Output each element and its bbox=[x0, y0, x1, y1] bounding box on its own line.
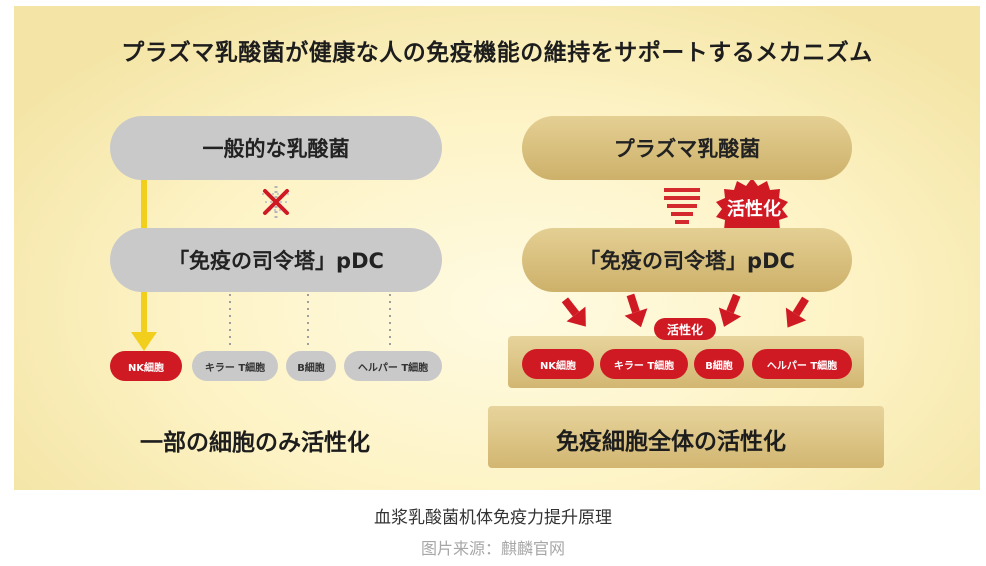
right-cell-helper-t: ヘルパー T細胞 bbox=[752, 349, 852, 379]
right-cell-nk: NK細胞 bbox=[522, 349, 594, 379]
red-starburst-icon bbox=[716, 178, 788, 241]
right-cells-activation-badge: 活性化 bbox=[654, 318, 716, 340]
left-cell-nk: NK細胞 bbox=[110, 351, 182, 381]
left-pdc-label: 「免疫の司令塔」pDC bbox=[168, 249, 384, 273]
right-activation-badge: 活性化 bbox=[727, 199, 781, 220]
left-cell-b: B細胞 bbox=[286, 351, 336, 381]
right-bacteria-label: プラズマ乳酸菌 bbox=[613, 137, 761, 161]
right-pdc-label: 「免疫の司令塔」pDC bbox=[579, 249, 795, 273]
right-cell-b: B細胞 bbox=[694, 349, 744, 379]
right-cell-killer-t: キラー T細胞 bbox=[600, 349, 688, 379]
right-bacteria-pill: プラズマ乳酸菌 bbox=[522, 116, 852, 180]
red-dotted-down-arrow-icon bbox=[664, 188, 700, 231]
left-result-text: 一部の細胞のみ活性化 bbox=[140, 430, 370, 456]
left-cell-killer-t: キラー T細胞 bbox=[192, 351, 278, 381]
right-result-text: 免疫細胞全体の活性化 bbox=[556, 429, 786, 455]
right-result-band bbox=[488, 406, 884, 468]
diagram-heading: プラズマ乳酸菌が健康な人の免疫機能の維持をサポートするメカニズム bbox=[121, 40, 873, 66]
red-arrows-to-cells-icon bbox=[561, 293, 809, 328]
diagram-panel: プラズマ乳酸菌が健康な人の免疫機能の維持をサポートするメカニズム bbox=[14, 6, 980, 490]
left-pdc-pill: 「免疫の司令塔」pDC bbox=[110, 228, 442, 292]
red-cross-icon bbox=[263, 189, 289, 215]
dotted-connectors bbox=[229, 294, 391, 346]
image-source: 图片来源：麒麟官网 bbox=[420, 539, 565, 558]
left-bacteria-pill: 一般的な乳酸菌 bbox=[110, 116, 442, 180]
left-cell-helper-t: ヘルパー T細胞 bbox=[344, 351, 442, 381]
left-bacteria-label: 一般的な乳酸菌 bbox=[202, 137, 350, 161]
figure-caption: 血浆乳酸菌机体免疫力提升原理 bbox=[374, 508, 612, 528]
right-pdc-pill: 「免疫の司令塔」pDC bbox=[522, 228, 852, 292]
